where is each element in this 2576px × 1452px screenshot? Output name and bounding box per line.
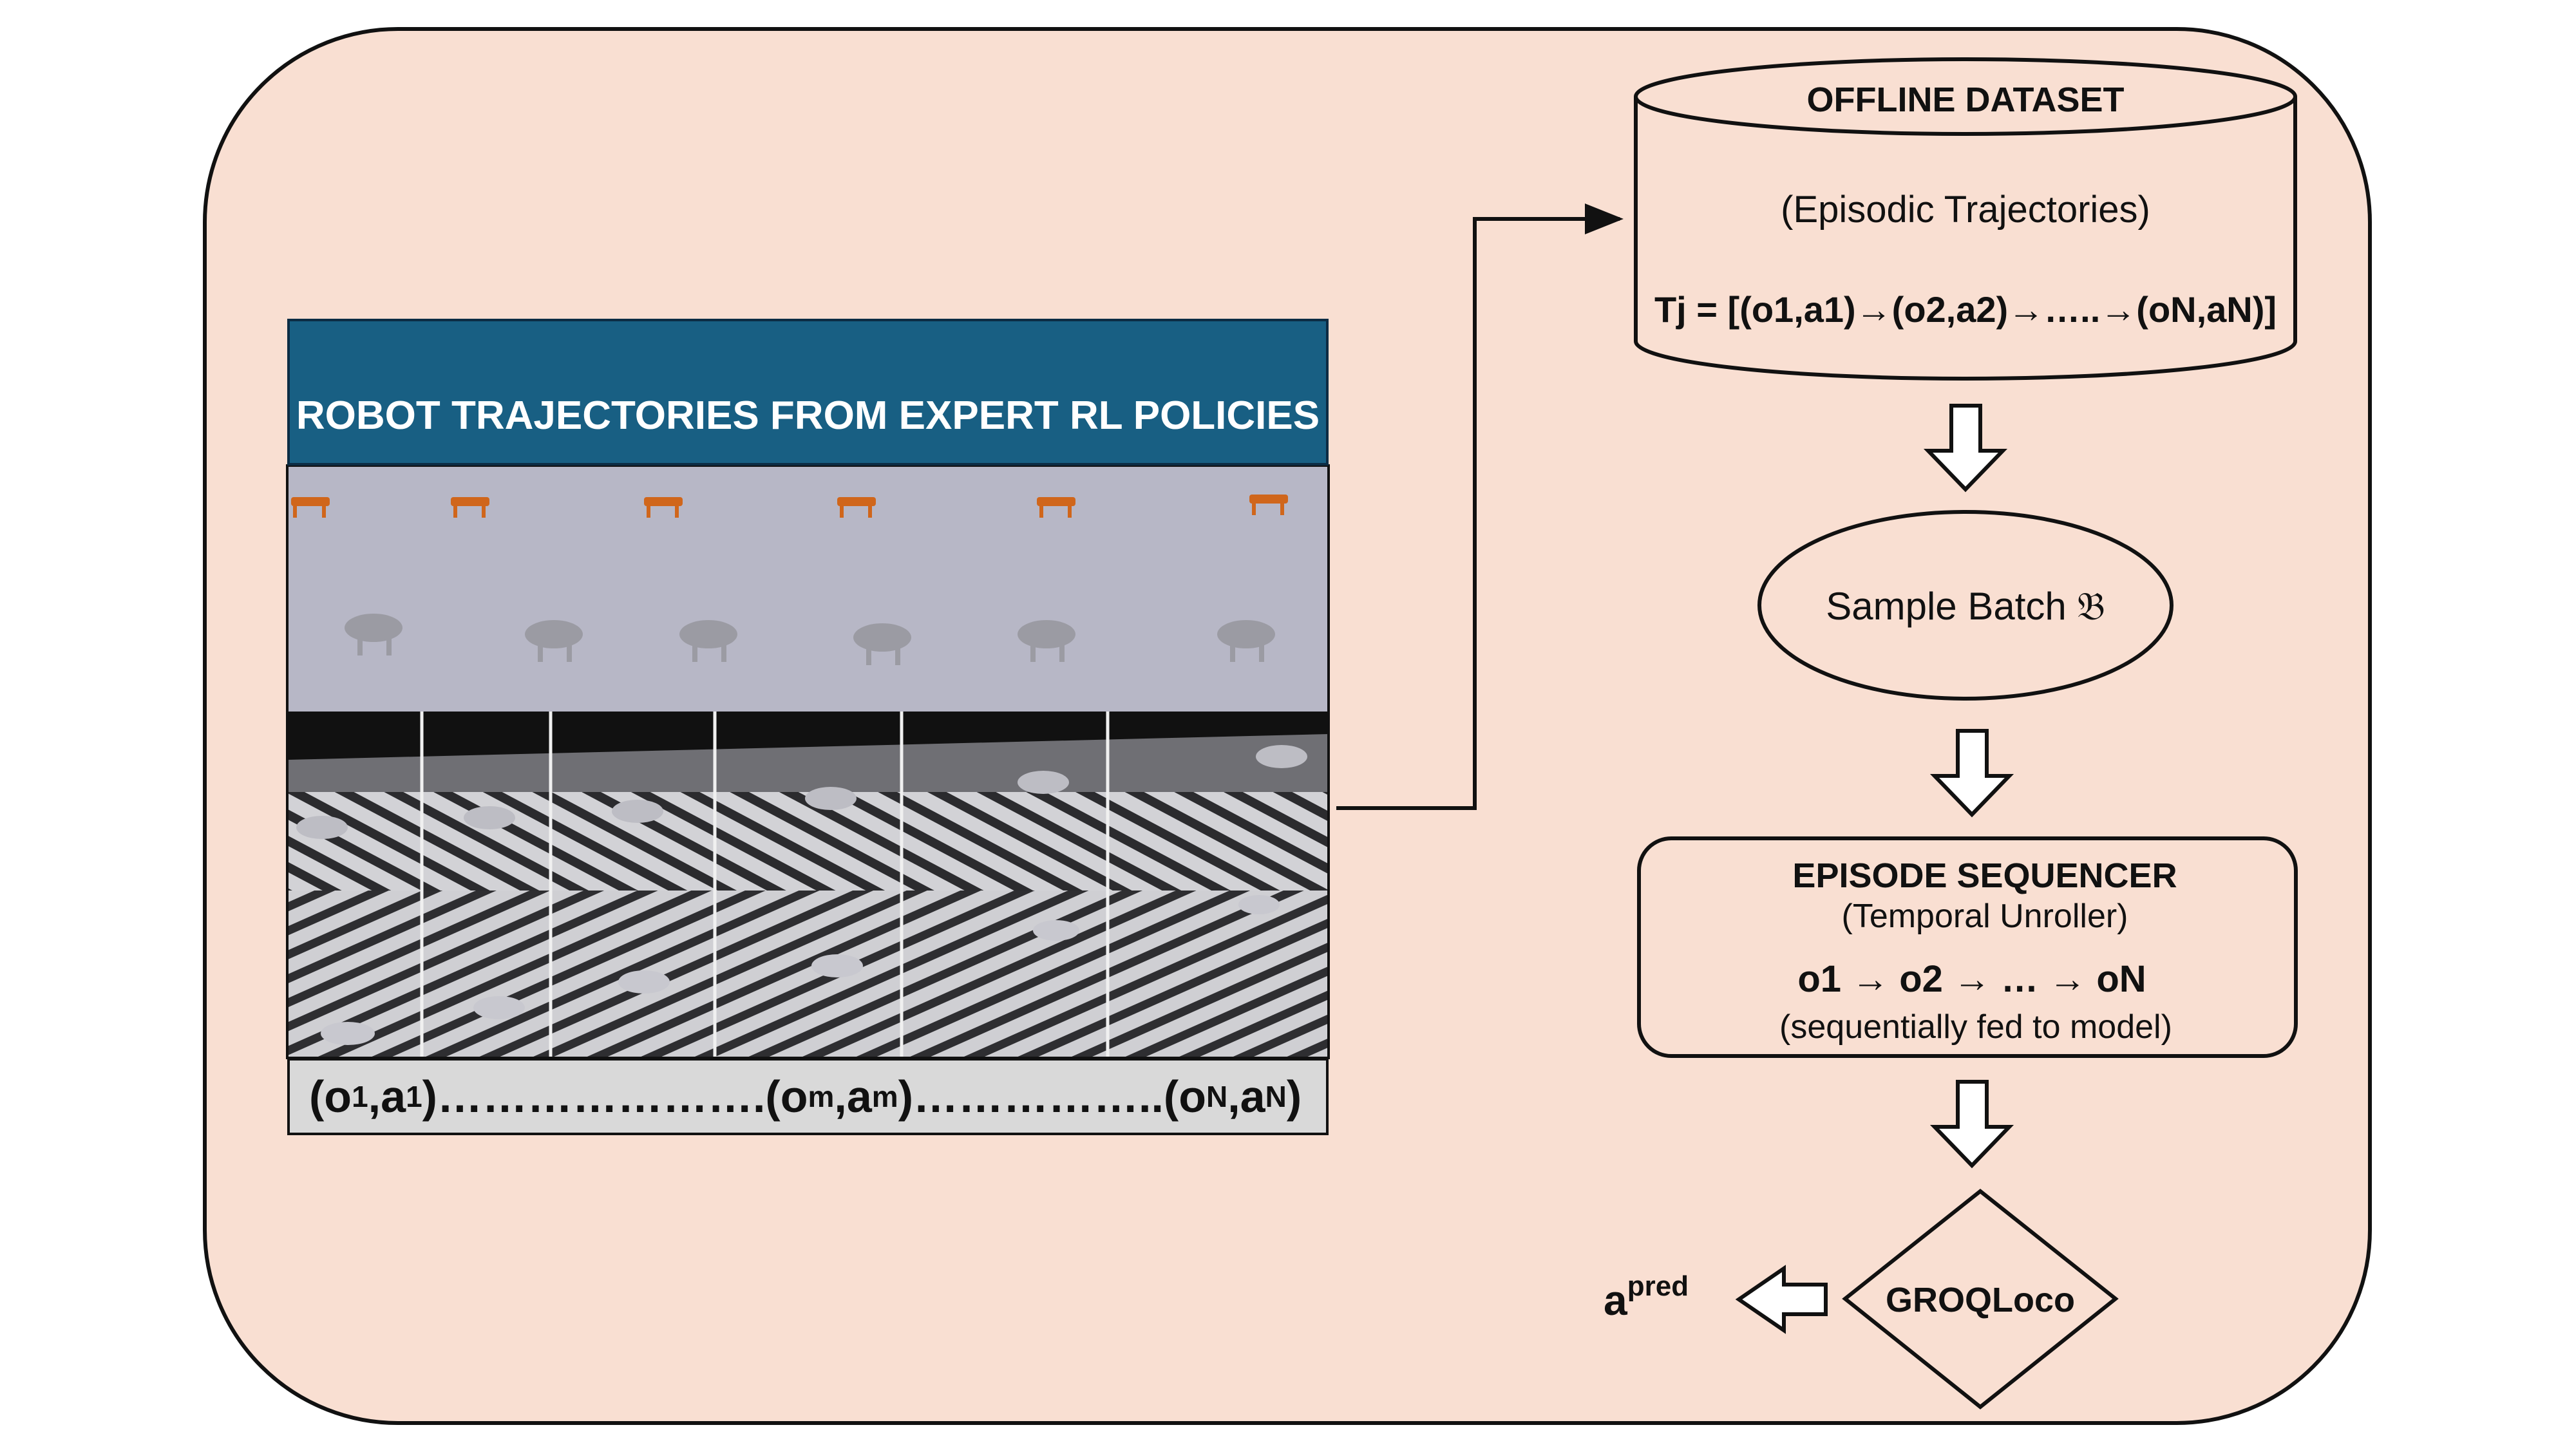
- sample-batch-label: Sample Batch 𝔅: [1826, 585, 2105, 628]
- output-arrow: [1735, 1265, 1828, 1334]
- down-arrow-1: [1923, 404, 2008, 493]
- dataset-title: OFFLINE DATASET: [1807, 80, 2125, 119]
- model-label: GROQLoco: [1886, 1281, 2075, 1319]
- sequencer-subtitle: (Temporal Unroller): [1842, 898, 2128, 935]
- left-panel-title: ROBOT TRAJECTORIES FROM EXPERT RL POLICI…: [287, 319, 1329, 466]
- sequencer-title: EPISODE SEQUENCER: [1792, 856, 2177, 895]
- output-label: apred: [1604, 1270, 1689, 1324]
- dataset-formula: Tj = [(o1,a1)→(o2,a2)→…..→(oN,aN)]: [1654, 289, 2277, 330]
- robot-simulation-images: [286, 464, 1330, 1059]
- sequencer-sequence: o1 → o2 → … → oN: [1797, 958, 2146, 1000]
- images-to-dataset-arrow: [1336, 203, 1624, 810]
- episode-sequencer-box: [1637, 836, 2298, 1058]
- sample-batch-ellipse: [1757, 510, 2174, 701]
- dataset-subtitle: (Episodic Trajectories): [1781, 189, 2150, 231]
- groqloco-diamond: [1842, 1189, 2119, 1410]
- sequencer-note: (sequentially fed to model): [1779, 1008, 2172, 1046]
- down-arrow-2: [1929, 729, 2014, 818]
- down-arrow-3: [1929, 1080, 2014, 1169]
- offline-dataset-cylinder: [1634, 57, 2297, 381]
